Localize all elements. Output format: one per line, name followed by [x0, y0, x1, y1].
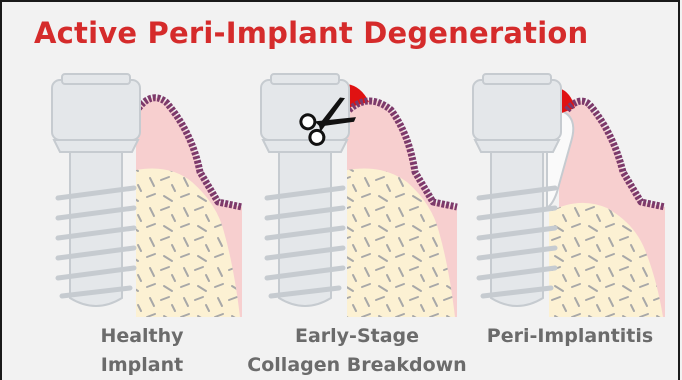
implant [52, 74, 140, 306]
label-line-1: Peri-Implantitis [470, 322, 670, 351]
label-peri-implantitis: Peri-Implantitis [470, 322, 670, 351]
panel-healthy-implant [42, 72, 252, 322]
label-line-2: Collagen Breakdown [242, 351, 472, 380]
label-line-1: Healthy [57, 322, 227, 351]
panel-peri-implantitis [467, 72, 677, 322]
label-early-stage: Early-Stage Collagen Breakdown [242, 322, 472, 380]
bone-texture [347, 169, 455, 318]
label-healthy-implant: Healthy Implant [57, 322, 227, 380]
implant [473, 74, 561, 306]
label-line-1: Early-Stage [242, 322, 472, 351]
figure-title: Active Peri-Implant Degeneration [34, 16, 588, 50]
bone-texture [136, 169, 240, 318]
label-line-2: Implant [57, 351, 227, 380]
panel-early-stage [257, 72, 467, 322]
